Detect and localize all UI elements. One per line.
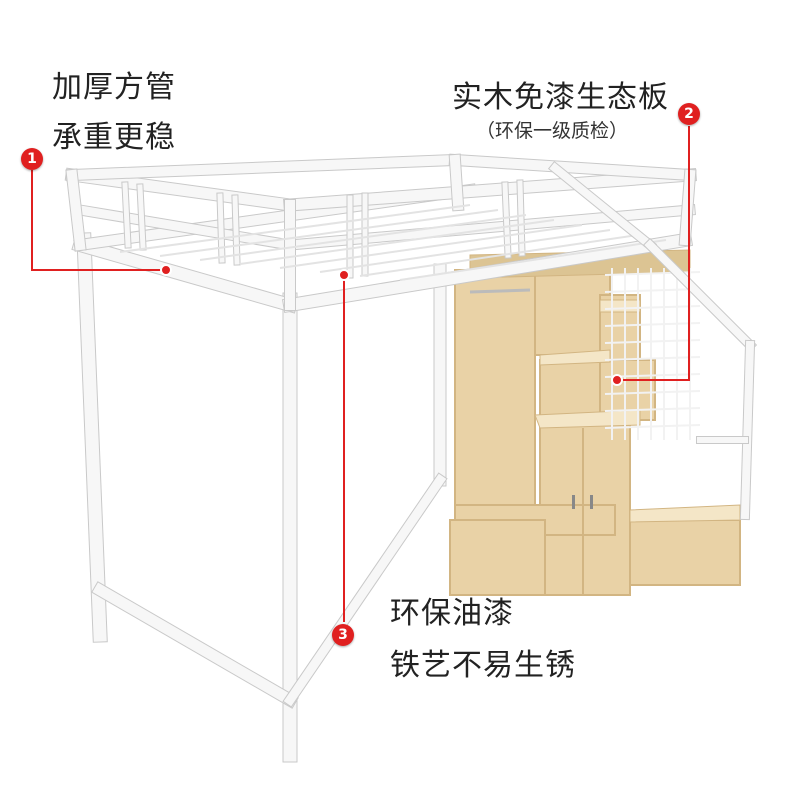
mesh-wire <box>604 390 701 395</box>
callout-1-badge: 1 <box>21 148 43 170</box>
frame-tube <box>740 340 755 520</box>
frame-tube <box>77 233 107 642</box>
frame-tube <box>502 182 511 258</box>
callout-2-line-1: 实木免漆生态板 <box>452 80 669 115</box>
frame-tube <box>517 180 525 256</box>
callout-leader-lines <box>31 126 690 622</box>
frame-tube <box>72 237 298 313</box>
leader-dot <box>338 269 350 281</box>
leader-line <box>31 170 166 271</box>
mesh-wire <box>604 339 701 344</box>
frame-tube <box>644 239 756 351</box>
frame-tube <box>217 193 225 263</box>
frame-tube <box>283 473 447 707</box>
frame-tube <box>449 154 464 211</box>
bed-slat <box>119 204 471 253</box>
frame-tube <box>65 168 297 212</box>
mesh-wire <box>604 407 701 412</box>
wooden-storage-stair-cabinet <box>449 249 741 596</box>
frame-tube <box>66 154 461 181</box>
door-handle <box>590 495 593 509</box>
mesh-wire <box>604 424 701 429</box>
frame-tube <box>66 169 86 251</box>
wood-panel <box>454 269 536 521</box>
frame-tube <box>122 182 131 248</box>
mesh-wire <box>604 322 701 327</box>
mesh-wire <box>604 305 701 310</box>
stair-step <box>629 504 741 523</box>
wood-panel <box>629 519 741 586</box>
clothes-rail <box>469 288 531 294</box>
frame-tube <box>549 162 656 251</box>
bed-slat <box>279 224 583 269</box>
leader-line <box>617 126 690 381</box>
bed-slat <box>159 209 499 257</box>
frame-tube <box>284 169 696 211</box>
callout-2-badge: 2 <box>678 103 700 125</box>
callout-3-line-1: 环保油漆 <box>390 596 514 631</box>
frame-tube <box>449 154 696 181</box>
wood-panel <box>534 269 611 356</box>
callout-3-badge: 3 <box>332 624 354 646</box>
frame-tube <box>92 582 298 708</box>
stair-step <box>599 299 641 313</box>
door-handle <box>572 495 575 509</box>
stair-step <box>539 349 611 366</box>
bed-slat <box>199 214 527 261</box>
callout-3-line-2: 铁艺不易生锈 <box>390 648 576 683</box>
callout-1-line-1: 加厚方管 <box>52 70 176 105</box>
stair-step <box>534 409 641 429</box>
frame-tube <box>283 233 692 312</box>
callout-2-line-2: （环保一级质检） <box>476 120 629 142</box>
mesh-wire <box>604 356 701 361</box>
bed-slat <box>359 234 639 277</box>
leader-dot <box>611 374 623 386</box>
frame-tube <box>232 195 240 265</box>
bed-slat <box>239 219 555 265</box>
bed-slat <box>319 229 611 273</box>
white-steel-frame <box>64 153 758 763</box>
bed-slat <box>399 239 667 281</box>
leader-dot <box>160 264 172 276</box>
wood-panel <box>449 519 546 596</box>
callout-1-line-2: 承重更稳 <box>52 120 176 155</box>
frame-tube <box>74 204 296 251</box>
mesh-wire <box>604 288 701 293</box>
frame-tube <box>137 184 146 250</box>
